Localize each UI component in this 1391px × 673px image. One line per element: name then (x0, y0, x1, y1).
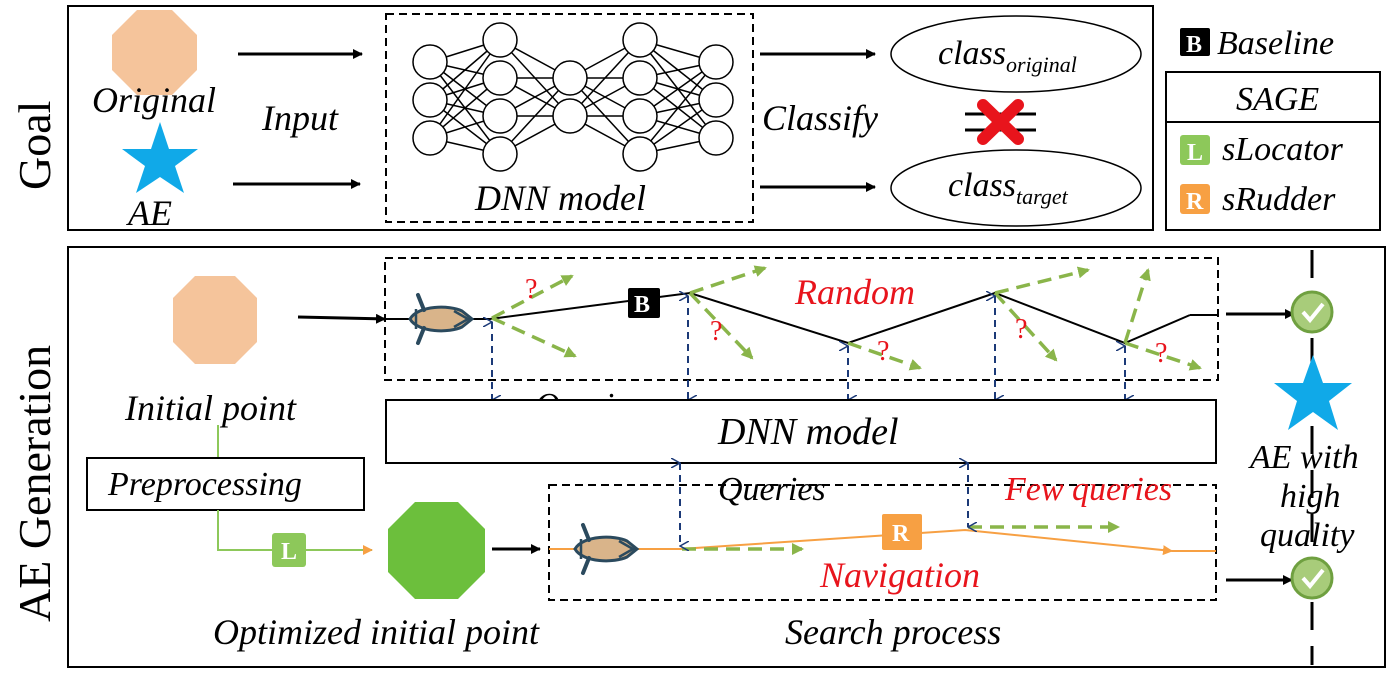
question-mark-2: ? (710, 316, 722, 347)
goal-panel (67, 5, 1154, 231)
original-label: Original (92, 80, 216, 120)
legend-slocator-label: sLocator (1222, 131, 1344, 168)
nn-node (622, 136, 658, 172)
nn-node (698, 120, 734, 156)
slocator-badge-text: L (281, 539, 297, 565)
random-label: Random (794, 272, 915, 312)
nn-node (698, 82, 734, 118)
question-mark-4: ? (1015, 314, 1027, 345)
original-octagon (112, 10, 197, 95)
nn-node (412, 82, 448, 118)
navigation-arrows (682, 521, 1120, 555)
few-queries-label: Few queries (1004, 471, 1172, 508)
srudder-badge (882, 514, 922, 550)
class-original-ellipse (890, 15, 1142, 93)
nn-node (622, 22, 658, 58)
preprocessing-box (86, 457, 365, 511)
ae-quality-line2: high (1280, 478, 1340, 515)
class-target-word: class (948, 167, 1016, 204)
initial-point-label: Initial point (124, 388, 297, 428)
nn-node (482, 136, 518, 172)
nn-node (622, 60, 658, 96)
preprocessing-to-optimized-line (217, 510, 373, 555)
goal-section-label: Goal (9, 101, 60, 190)
nn-node (412, 44, 448, 80)
boat-top-icon (408, 293, 474, 345)
input-label: Input (261, 98, 339, 138)
legend-baseline-label: Baseline (1217, 25, 1334, 62)
legend-slocator-badge (1180, 135, 1210, 165)
top-query-arrows (492, 296, 1125, 400)
baseline-path (385, 291, 1191, 345)
generation-dnn-model-label: DNN model (717, 411, 899, 453)
not-equal-cross-icon (965, 99, 1036, 145)
nn-node (698, 44, 734, 80)
class-target-sub: target (1016, 184, 1069, 209)
neural-network-graphic (412, 22, 734, 172)
nn-edge (639, 61, 717, 155)
ae-label: AE (126, 193, 172, 233)
nn-node (552, 60, 588, 96)
nn-node (622, 98, 658, 134)
srudder-path (549, 528, 1173, 556)
nn-edge (429, 39, 501, 139)
legend-sage-title: SAGE (1236, 81, 1319, 118)
class-target-ellipse (890, 149, 1142, 227)
class-original-text: classoriginal (938, 35, 1077, 77)
legend-sage-box (1165, 71, 1381, 231)
ae-quality-line3: quality (1260, 517, 1355, 554)
question-mark-1: ? (525, 274, 537, 305)
generation-dnn-model-box (385, 399, 1217, 464)
legend-baseline-badge-text: B (1186, 32, 1202, 58)
legend-srudder-badge (1180, 184, 1210, 214)
legend-slocator-badge-text: L (1187, 140, 1203, 166)
question-marks: ? ? ? ? ? (525, 274, 1167, 369)
boat-bottom-icon (573, 523, 639, 575)
search-process-label: Search process (785, 612, 1001, 652)
legend-srudder-label: sRudder (1222, 181, 1336, 218)
class-original-sub: original (1006, 52, 1077, 77)
class-original-word: class (938, 35, 1006, 72)
classify-label: Classify (762, 98, 878, 138)
initial-point-octagon (173, 276, 257, 364)
nn-node (552, 98, 588, 134)
slocator-badge (272, 533, 306, 567)
srudder-badge-text: R (892, 521, 910, 547)
nn-node (482, 60, 518, 96)
nn-node (482, 22, 518, 58)
class-target-text: classtarget (948, 167, 1069, 209)
ae-quality-star (1274, 355, 1352, 430)
optimized-point-octagon (388, 502, 485, 599)
queries-bottom-label: Queries (718, 471, 826, 508)
dnn-model-box (385, 13, 754, 223)
nn-node (412, 120, 448, 156)
legend-srudder-badge-text: R (1186, 189, 1204, 215)
dnn-model-label: DNN model (474, 178, 646, 218)
question-mark-5: ? (1155, 338, 1167, 369)
baseline-badge (628, 288, 660, 318)
navigation-label: Navigation (819, 555, 980, 595)
generation-panel (67, 246, 1386, 668)
check-bottom-icon (1290, 556, 1334, 600)
legend-baseline-badge (1180, 28, 1210, 56)
generation-section-label: AE Generation (9, 345, 60, 622)
initial-to-search-arrow (297, 313, 386, 324)
check-top-icon (1290, 290, 1334, 334)
random-exploration-arrows (491, 265, 1202, 371)
nn-node (482, 98, 518, 134)
bottom-query-arrows (680, 463, 968, 546)
ae-quality-line1: AE with (1248, 439, 1359, 476)
question-mark-3: ? (877, 336, 889, 367)
preprocessing-label: Preprocessing (107, 466, 302, 503)
optimized-point-label: Optimized initial point (213, 612, 540, 652)
ae-star (122, 122, 198, 193)
baseline-badge-text: B (634, 292, 650, 318)
